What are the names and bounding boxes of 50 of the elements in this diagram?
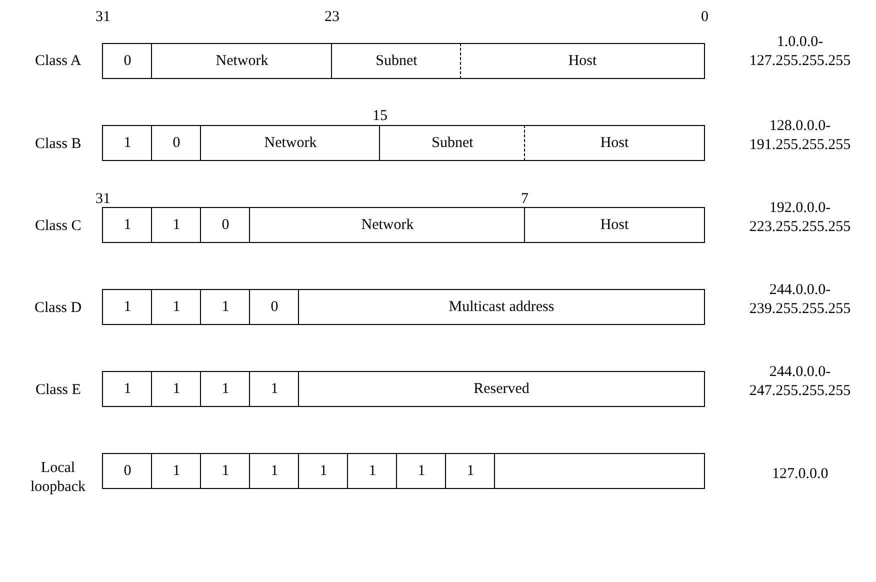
- bit-field: Network: [200, 125, 381, 161]
- bit-field: 1: [151, 453, 202, 489]
- bit-field: Network: [151, 43, 333, 79]
- bit-field: 1: [200, 453, 251, 489]
- bit-field: Subnet: [379, 125, 526, 161]
- bit-field: 0: [249, 289, 300, 325]
- row-label: Class E: [36, 380, 81, 400]
- bit-field: 0: [151, 125, 202, 161]
- bit-field: 1: [445, 453, 496, 489]
- address-range: 244.0.0.0- 239.255.255.255: [748, 281, 852, 319]
- row-label: Class D: [34, 298, 82, 318]
- bit-field: 1: [249, 371, 300, 407]
- bit-field: 1: [298, 453, 349, 489]
- bit-field: Host: [460, 43, 705, 79]
- address-range: 127.0.0.0: [772, 464, 828, 484]
- bit-field: 1: [151, 207, 202, 243]
- address-range: 128.0.0.0- 191.255.255.255: [748, 117, 852, 155]
- bit-field: 1: [249, 453, 300, 489]
- row-label: Local loopback: [30, 459, 86, 497]
- bit-number: 23: [324, 8, 340, 26]
- bit-field: Host: [524, 207, 705, 243]
- bit-number: 15: [372, 106, 388, 126]
- bit-field: 1: [396, 453, 447, 489]
- row-label: Class B: [35, 134, 82, 154]
- bit-field: 0: [102, 43, 153, 79]
- bit-field: 1: [200, 371, 251, 407]
- address-range: 244.0.0.0- 247.255.255.255: [748, 363, 852, 401]
- row-label: Class C: [35, 216, 82, 236]
- bit-field: 1: [102, 371, 153, 407]
- bit-field: 0: [200, 207, 251, 243]
- address-range: 1.0.0.0- 127.255.255.255: [748, 33, 852, 71]
- bit-number: 0: [701, 8, 708, 26]
- bit-field: 1: [347, 453, 398, 489]
- address-range: 192.0.0.0- 223.255.255.255: [748, 199, 852, 237]
- bit-number: 31: [96, 8, 110, 26]
- bit-field: 1: [151, 371, 202, 407]
- bit-field: 0: [102, 453, 153, 489]
- bit-number: 31: [96, 190, 110, 208]
- bit-field: 1: [151, 289, 202, 325]
- bit-number: 7: [521, 190, 528, 208]
- bit-field: 1: [102, 125, 153, 161]
- bit-field: Reserved: [298, 371, 705, 407]
- bit-field: Host: [524, 125, 705, 161]
- bit-field: 1: [102, 289, 153, 325]
- bit-field: Multicast address: [298, 289, 705, 325]
- bit-field: 1: [102, 207, 153, 243]
- bit-field: Network: [249, 207, 526, 243]
- bit-field: Subnet: [331, 43, 462, 79]
- bit-field: 1: [200, 289, 251, 325]
- row-label: Class A: [35, 52, 82, 70]
